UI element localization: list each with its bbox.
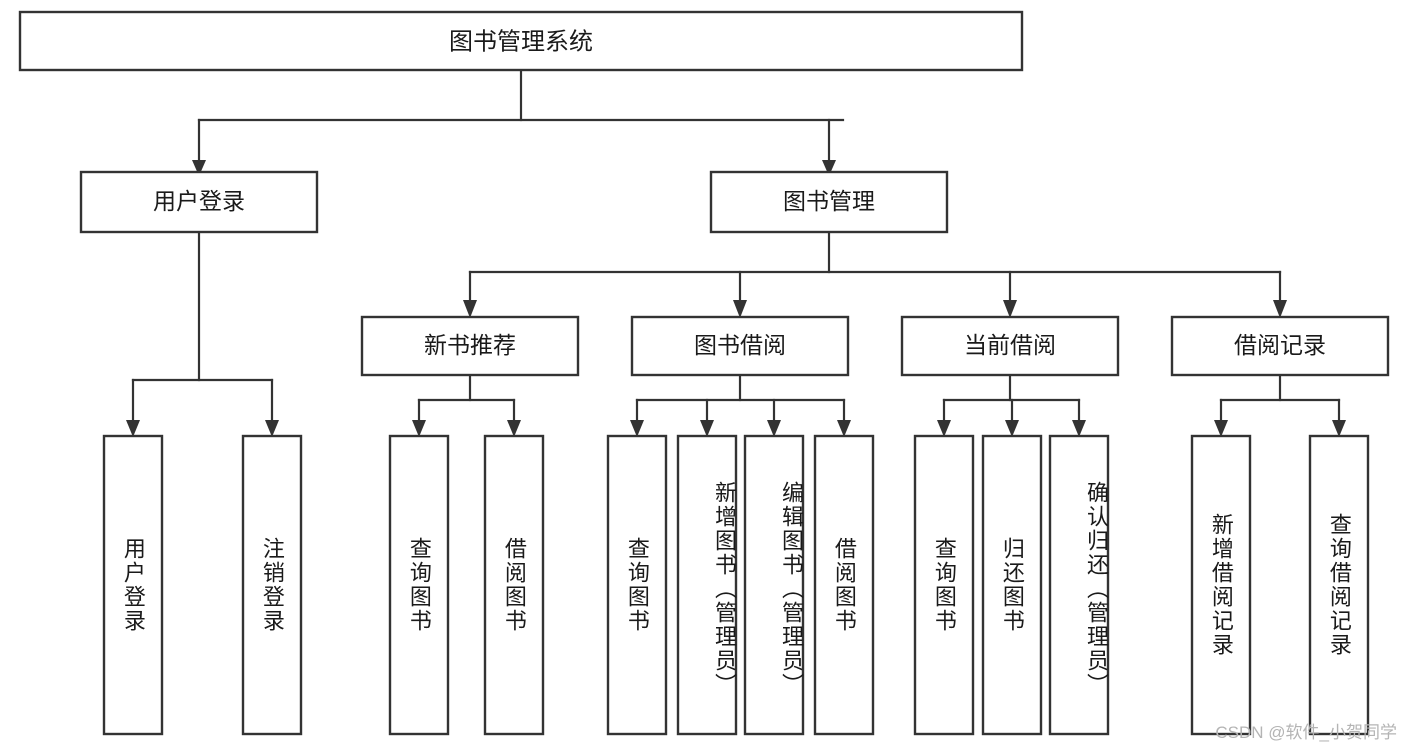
connector-root-to-level2: [192, 68, 845, 176]
node-borrow-records-label: 借阅记录: [1234, 332, 1326, 358]
connector-bookmgmt-to-level3: [463, 230, 1287, 318]
watermark-text: CSDN @软件_小贺同学: [1215, 723, 1397, 742]
leaf-box[interactable]: [483, 434, 545, 736]
connectors-layer: [126, 68, 1346, 437]
connector-borrow-to-leaves: [630, 373, 851, 437]
node-book-borrow-label: 图书借阅: [694, 332, 786, 358]
leaf-box[interactable]: [1308, 434, 1370, 736]
nodes-layer: 图书管理系统 用户登录 图书管理 新书推荐 图书借阅 当前: [18, 10, 1390, 736]
node-root-label: 图书管理系统: [449, 28, 593, 55]
node-book-management[interactable]: 图书管理: [709, 170, 949, 234]
node-book-borrow[interactable]: 图书借阅: [630, 315, 850, 377]
node-new-book-recommend-label: 新书推荐: [424, 332, 516, 358]
leaf-box[interactable]: [1190, 434, 1252, 736]
leaf-box[interactable]: [981, 434, 1043, 736]
node-new-book-recommend[interactable]: 新书推荐: [360, 315, 580, 377]
node-user-login-label: 用户登录: [153, 188, 245, 214]
connector-newbook-to-leaves: [412, 373, 521, 437]
leaf-box[interactable]: [102, 434, 164, 736]
leaf-box[interactable]: [813, 434, 875, 736]
leaf-rects: [102, 434, 1370, 736]
node-book-management-label: 图书管理: [783, 188, 875, 214]
leaf-box[interactable]: [913, 434, 975, 736]
connector-current-to-leaves: [937, 373, 1086, 437]
node-root-system[interactable]: 图书管理系统: [18, 10, 1024, 72]
node-current-borrow[interactable]: 当前借阅: [900, 315, 1120, 377]
leaf-box[interactable]: [1048, 434, 1110, 736]
connector-records-to-leaves: [1214, 373, 1346, 437]
leaf-box[interactable]: [606, 434, 668, 736]
leaf-box[interactable]: [388, 434, 450, 736]
leaf-box[interactable]: [676, 434, 738, 736]
connector-userlogin-to-leaves: [126, 230, 279, 437]
leaf-box[interactable]: [743, 434, 805, 736]
node-current-borrow-label: 当前借阅: [964, 332, 1056, 358]
leaf-box[interactable]: [241, 434, 303, 736]
node-user-login[interactable]: 用户登录: [79, 170, 319, 234]
node-borrow-records[interactable]: 借阅记录: [1170, 315, 1390, 377]
